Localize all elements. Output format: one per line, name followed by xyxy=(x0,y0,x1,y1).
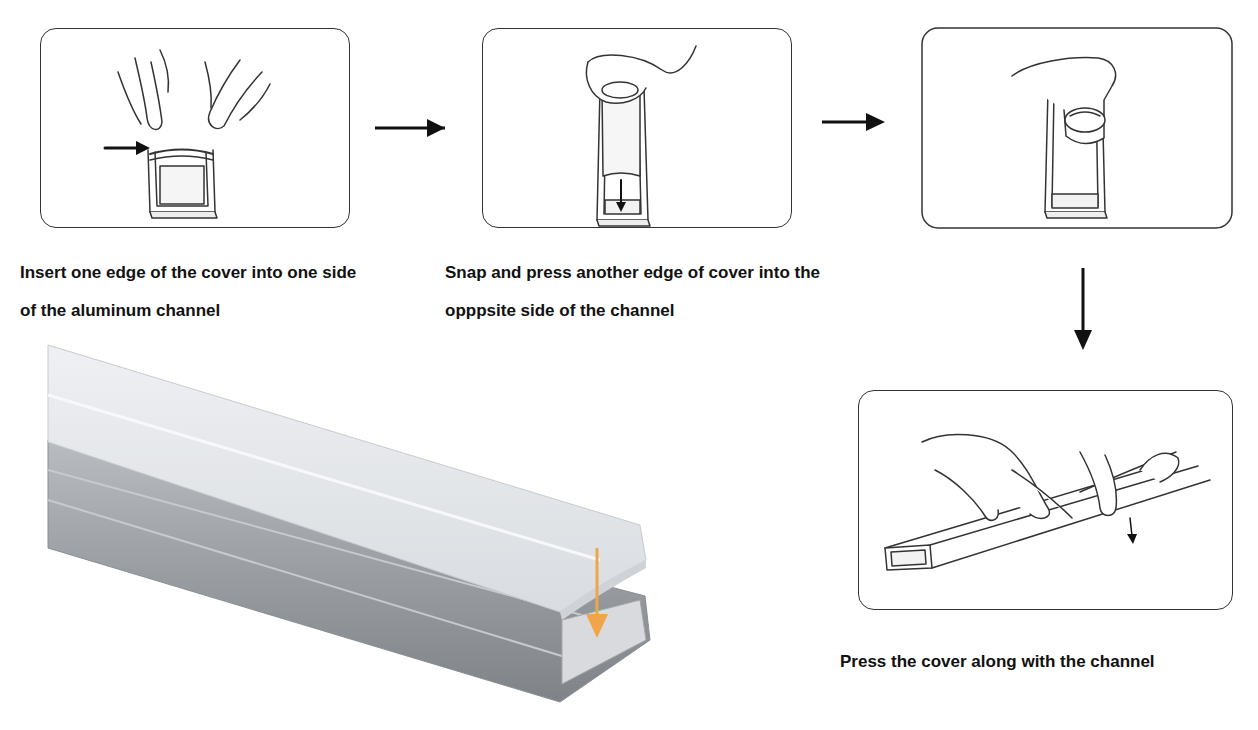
step-arrow-part xyxy=(822,121,868,124)
snap-illustration-part xyxy=(620,180,622,203)
step-caption: Snap and press another edge of cover int… xyxy=(445,254,845,330)
insert-illustration xyxy=(105,50,270,218)
insert-illustration-part xyxy=(209,60,262,128)
channel-render-part xyxy=(48,395,600,560)
slide-illustration-part xyxy=(1127,534,1137,544)
insert-illustration-part xyxy=(136,141,150,155)
press-illustration-part xyxy=(1012,58,1116,144)
step-arrow-part xyxy=(866,113,885,131)
channel-render-part xyxy=(560,560,646,620)
insert-illustration-part xyxy=(150,212,217,218)
snap-illustration-part xyxy=(597,220,650,226)
step-caption: Insert one edge of the cover into one si… xyxy=(20,254,375,330)
press-illustration-part xyxy=(1065,108,1105,132)
slide-illustration-part xyxy=(1080,452,1116,516)
snap-illustration-part xyxy=(597,88,648,220)
step-node: Insert one edge of the cover into one si… xyxy=(20,28,375,330)
press-illustration-part xyxy=(1052,194,1098,208)
slide-illustration-part xyxy=(891,550,926,566)
snap-illustration-part xyxy=(586,62,646,103)
step-panel xyxy=(40,28,350,228)
channel-render-part xyxy=(586,614,608,638)
insert-illustration-part xyxy=(155,152,208,206)
step-node: Press the cover along with the channel xyxy=(838,390,1250,681)
insert-illustration-part xyxy=(135,58,162,129)
insert-illustration-part xyxy=(148,150,215,212)
insert-illustration-part xyxy=(118,72,141,124)
slide-illustration-part xyxy=(1012,470,1072,518)
step-panel xyxy=(922,28,1232,228)
step-panel xyxy=(482,28,792,228)
slide-illustration-part xyxy=(935,470,998,520)
step-node: Snap and press another edge of cover int… xyxy=(445,28,845,330)
channel-render-part xyxy=(596,548,599,616)
step-caption: Press the cover along with the channel xyxy=(840,643,1250,681)
insert-illustration-part xyxy=(205,62,211,108)
channel-render-part xyxy=(48,345,646,612)
channel-render xyxy=(48,345,650,702)
step-arrow xyxy=(375,127,445,130)
snap-illustration-part xyxy=(616,202,626,212)
press-illustration-part xyxy=(1070,112,1100,116)
snap-illustration-part xyxy=(588,46,696,73)
slide-illustration-part xyxy=(1130,518,1132,536)
snap-illustration-part xyxy=(605,200,640,214)
press-illustration xyxy=(1012,58,1116,218)
step-arrow-part xyxy=(1082,268,1085,332)
step-panel xyxy=(858,390,1233,610)
snap-illustration xyxy=(586,46,696,226)
step-arrow-part xyxy=(1074,330,1092,350)
slide-illustration xyxy=(885,434,1210,570)
insert-illustration-part xyxy=(160,50,168,92)
insert-illustration-part xyxy=(105,147,138,150)
insert-illustration-part xyxy=(160,166,204,204)
step-arrow xyxy=(822,113,1092,350)
insert-illustration-part xyxy=(150,156,213,160)
snap-illustration-part xyxy=(602,82,638,98)
insert-illustration-part xyxy=(240,84,270,120)
channel-render-part xyxy=(562,600,646,684)
slide-illustration-part xyxy=(885,545,932,570)
press-illustration-part xyxy=(1045,212,1107,218)
insert-illustration-part xyxy=(150,150,213,155)
slide-illustration-part xyxy=(1140,453,1179,482)
